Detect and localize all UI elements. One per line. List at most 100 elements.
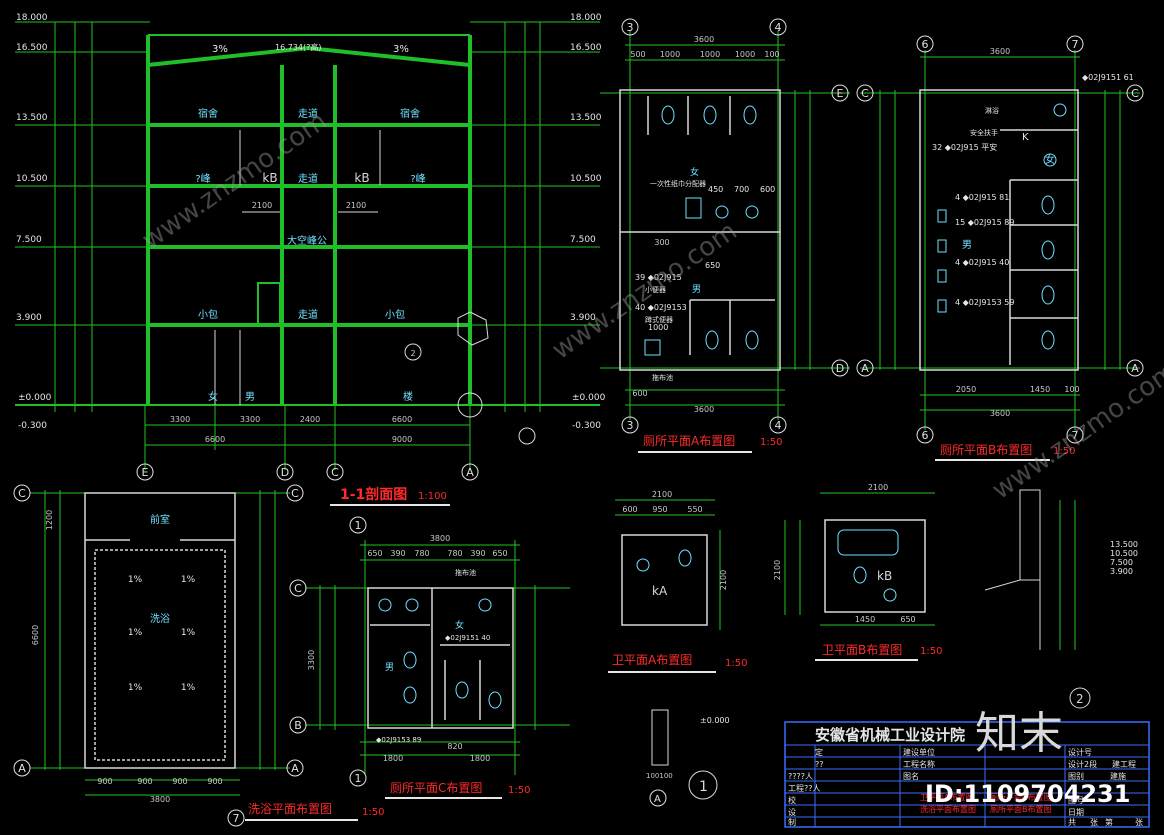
slope-label: 1% [128,683,143,693]
marker-number: 2 [1076,692,1084,706]
title-block-row: ????人 [788,772,813,781]
axis-label: C [861,87,869,100]
fixture-note: 拖布池 [652,373,673,382]
wall-detail: 13.500 10.500 7.500 3.900 2 ±0.000 10010… [646,489,1138,807]
axis-label: A [18,762,26,775]
axis-label: 7 [1072,429,1079,442]
level-label: 7.500 [570,235,596,245]
level-label: 13.500 [16,113,48,123]
institute-name: 安徽省机械工业设计院 [815,726,965,744]
dim-label: 2100 [652,490,672,499]
room-label: 前室 [150,513,170,526]
title-block-field: 设计2段 [1068,759,1097,769]
axis-label: C [331,466,339,479]
room-label: 宿舍 [400,107,420,120]
dim-label: 2400 [300,415,320,424]
axis-label: C [18,487,26,500]
dim-label: 100 [764,50,779,59]
bath-plan-a: kA 2100 600 950 550 2100 卫平面A布置图 1:50 [608,490,747,673]
axis-label: A [291,762,299,775]
dim-label: 2100 [346,201,366,210]
dim-label: 1450 [855,615,875,624]
fixture-note: 39 ◆02J915 [635,273,682,282]
dim-label: 3600 [990,47,1010,56]
title-block-field: 设计号 [1068,747,1092,757]
title-block-row: 校 [788,795,796,805]
dim-label: 550 [687,505,702,514]
watermark-id: ID:1109704231 [925,780,1130,808]
title-block-field: 图名 [903,771,919,781]
toilet-b-title: 厕所平面B布置图 [940,443,1032,457]
level-label: 3.900 [16,313,42,323]
fixture-note: 小便器 [645,285,666,294]
fixture-note: 4 ◆02J915 40 [955,258,1009,267]
title-block-row: 定 [815,747,823,757]
dim-label: 1000 [648,323,668,332]
dim-label: 2100 [252,201,272,210]
toilet-plan-b: 6 7 6 7 C A C A 3600 2050 1450 100 3600 … [856,35,1144,461]
axis-label: C [291,487,299,500]
title-block-field: 张 [1135,818,1143,827]
drawing-name: 洗浴平面布置图 [920,804,976,814]
drawing-name: 厕所平面C布置图 [990,792,1052,802]
axis-label: 7 [1072,38,1079,51]
marker-number: 2 [410,349,415,358]
axis-label: D [281,466,289,479]
toilet-a-title: 厕所平面A布置图 [643,434,735,448]
level-label: ±0.000 [18,393,52,403]
axis-label: A [466,466,474,479]
axis-label: 6 [922,429,929,442]
dim-label: 9000 [392,435,412,444]
fixture-note: 40 ◆02J9153 [635,303,687,312]
dim-label: 1000 [735,50,755,59]
fixture-note: 15 ◆02J915 89 [955,218,1014,227]
room-label: 走道 [298,107,318,120]
room-label: 洗浴 [150,613,170,625]
axis-label: E [837,87,844,100]
room-label: kB [262,171,277,185]
axis-label: 4 [775,21,782,34]
title-block-row: ?? [815,760,824,769]
dim-label: 820 [447,742,462,751]
dim-label: 2100 [773,560,782,580]
bath-a-title: 卫平面A布置图 [612,653,692,667]
watermark-logo: 知末 [975,708,1063,759]
toilet-plan-a: 3 4 3 4 E D 3600 500 1000 1000 1000 100 … [600,18,850,453]
dim-label: 780 [447,549,462,558]
title-block-field: 建施 [1110,771,1126,781]
title-block-row: 工程??人 [788,784,821,793]
toilet-c-scale: 1:50 [508,785,530,796]
fixture-note: 4 ◆02J9153 59 [955,298,1014,307]
level-label: 13.500 [1110,540,1138,549]
fixture-note: 32 ◆02J915 平安 [932,142,997,152]
dim-label: 2100 [868,483,888,492]
marker-number: 1 [699,779,708,795]
title-block-field: 共 [1068,818,1076,827]
axis-label: 7 [233,812,240,825]
axis-label: 1 [355,519,362,532]
room-label: K [1022,132,1029,143]
axis-label: 1 [355,772,362,785]
dim-label: 3800 [430,534,450,543]
toilet-c-title: 厕所平面C布置图 [390,781,482,795]
fixture-note: ◆02J9151 40 [445,634,490,642]
fixture-note: 拖布池 [455,568,476,577]
dim-label: 900 [207,777,222,786]
dim-label: 6600 [205,435,225,444]
level-label: 7.500 [16,235,42,245]
title-block-field: 第 [1105,817,1113,827]
axis-label: D [836,362,844,375]
fixture-note: ◆02J9151 61 [1082,73,1134,82]
dim-label: 1800 [470,754,490,763]
level-label: ±0.000 [572,393,606,403]
dim-label: 6600 [31,625,40,645]
slope-label: 1% [181,683,196,693]
dim-label: 6600 [392,415,412,424]
slope-label: 1% [128,628,143,638]
dim-label: 600 [632,389,647,398]
level-label: 16.500 [570,43,602,53]
fixture-note: 淋浴 [985,106,999,115]
slope-label: 3% [393,44,409,55]
axis-label: A [861,362,869,375]
level-label: -0.300 [572,421,601,431]
